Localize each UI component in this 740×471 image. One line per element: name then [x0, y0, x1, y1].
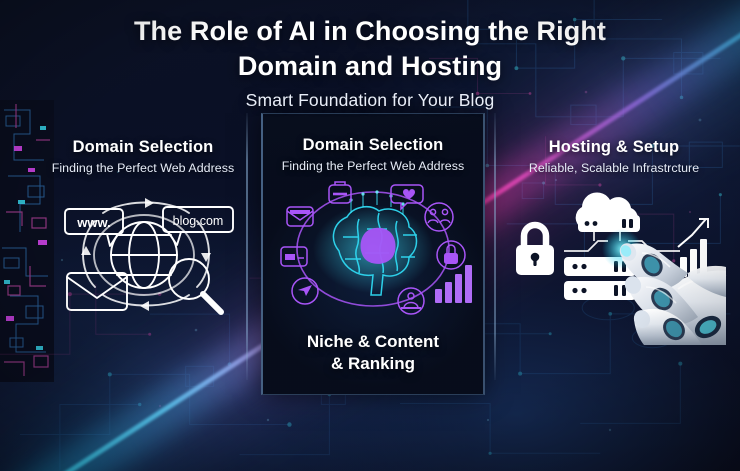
- bar-chart-icon: [435, 265, 472, 303]
- panel-center-footer: Niche & Content & Ranking: [263, 331, 483, 375]
- panel-left-title: Domain Selection: [72, 138, 214, 156]
- panel-domain-selection-center[interactable]: Domain Selection Finding the Perfect Web…: [261, 113, 485, 395]
- panel-domain-selection-left[interactable]: Domain Selection Finding the Perfect Web…: [40, 113, 246, 380]
- header-block: The Role of AI in Choosing the Right Dom…: [0, 14, 740, 111]
- panel-right-head: Hosting & Setup Reliable, Scalable Infra…: [501, 113, 727, 175]
- panel-center-footer-line-2: & Ranking: [330, 354, 416, 374]
- padlock-icon: [516, 221, 554, 275]
- header-subtitle: Smart Foundation for Your Blog: [245, 90, 495, 111]
- panel-center-head: Domain Selection Finding the Perfect Web…: [263, 114, 483, 173]
- panel-left-subtitle: Finding the Perfect Web Address: [51, 161, 235, 175]
- main-title-line-2: Domain and Hosting: [237, 51, 503, 82]
- panel-center-footer-line-1: Niche & Content: [306, 332, 440, 351]
- bubble-label-blogcom: blog.com: [173, 214, 224, 228]
- panel-center-subtitle: Finding the Perfect Web Address: [281, 159, 465, 173]
- cloud-server-robot-hand-illustration: [501, 177, 727, 347]
- robot-hand-icon: [619, 243, 727, 345]
- server-rack-icon: [578, 215, 640, 232]
- panel-right-subtitle: Reliable, Scalable Infrastrcture: [528, 161, 700, 175]
- ai-brain-network-illustration: [263, 177, 483, 325]
- panel-left-head: Domain Selection Finding the Perfect Web…: [40, 113, 246, 175]
- mail-icon: [286, 206, 314, 227]
- users-icon: [424, 202, 454, 232]
- panel-separator-2: [494, 113, 496, 380]
- globe-domain-illustration: www. blog.com: [40, 181, 246, 331]
- panel-right-title: Hosting & Setup: [548, 138, 680, 156]
- main-title-line-1: The Role of AI in Choosing the Right: [133, 16, 607, 46]
- panel-center-title: Domain Selection: [302, 136, 444, 154]
- bubble-label-www: www.: [76, 215, 110, 230]
- panel-hosting-setup[interactable]: Hosting & Setup Reliable, Scalable Infra…: [501, 113, 727, 380]
- person-presenting-icon: [397, 287, 425, 315]
- panel-separator-1: [246, 113, 248, 380]
